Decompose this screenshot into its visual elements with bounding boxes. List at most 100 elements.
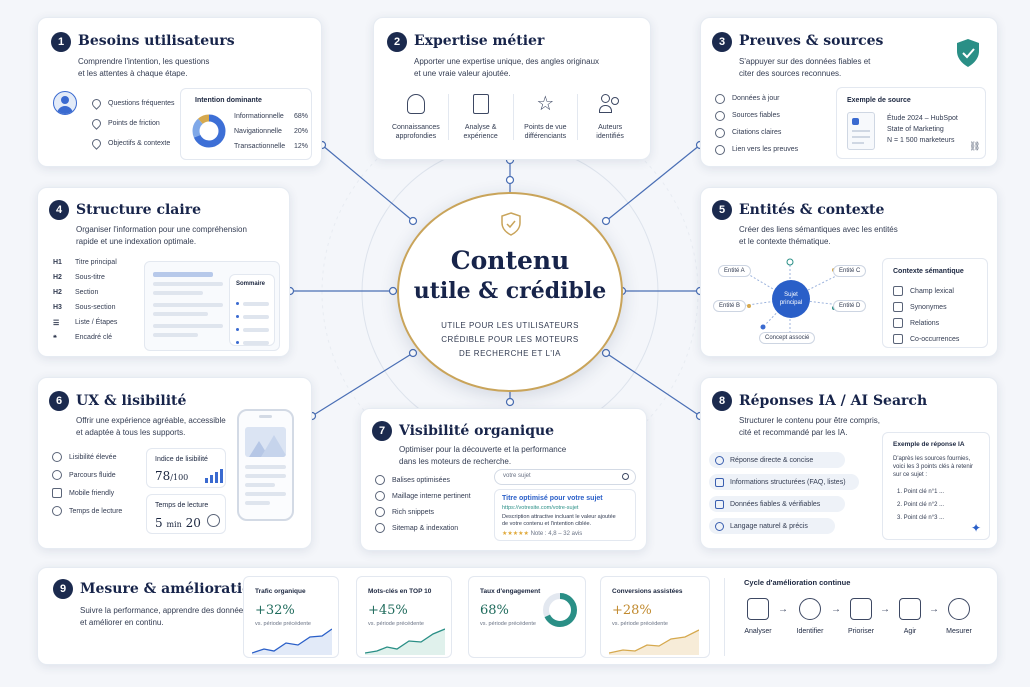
card-desc-2: dans les moteurs de recherche. bbox=[399, 457, 512, 466]
toc-title: Sommaire bbox=[236, 281, 266, 287]
list-item: Mobile friendly bbox=[52, 484, 122, 502]
search-icon[interactable] bbox=[622, 473, 629, 480]
check-circle-icon bbox=[375, 475, 385, 485]
cycle-step-prioriser: Prioriser bbox=[836, 598, 886, 635]
search-input[interactable]: votre sujet bbox=[494, 469, 636, 485]
shield-check-icon bbox=[501, 212, 521, 236]
check-circle-icon bbox=[715, 93, 725, 104]
list-item: Champ lexical bbox=[893, 283, 959, 299]
cycle-step-mesurer: Mesurer bbox=[934, 598, 984, 635]
list-item: Lien vers les preuves bbox=[715, 141, 798, 158]
ai-point: 3. Point clé n°3 ... bbox=[897, 515, 945, 521]
card-desc-2: et le contexte thématique. bbox=[739, 237, 831, 246]
step-number: 7 bbox=[372, 421, 392, 441]
card-title: Entités & contexte bbox=[739, 202, 885, 218]
card-desc-1: Optimiser pour la découverte et la perfo… bbox=[399, 445, 567, 454]
bar-chart-icon bbox=[205, 469, 223, 483]
list-item: Points de friction bbox=[90, 115, 175, 131]
card-desc-1: Structurer le contenu pour être compris, bbox=[739, 416, 880, 425]
card-expertise-metier: 2 Expertise métier Apporter une expertis… bbox=[373, 17, 651, 160]
card-desc-1: Comprendre l'intention, les questions bbox=[78, 57, 210, 66]
route-icon bbox=[52, 470, 62, 480]
link-icon[interactable]: ⛓ bbox=[969, 141, 981, 151]
ai-feature-pill: Réponse directe & concise bbox=[709, 452, 845, 468]
center-title-line2: utile & crédible bbox=[413, 278, 607, 304]
trend-line bbox=[365, 628, 445, 655]
step-number: 9 bbox=[53, 579, 73, 599]
center-title-line1: Contenu bbox=[450, 246, 570, 275]
eye-icon bbox=[52, 452, 62, 462]
expertise-col: Auteurs identifiés bbox=[578, 94, 642, 140]
seo-list: Balises optimisées Maillage interne pert… bbox=[375, 472, 471, 536]
step-number: 6 bbox=[49, 391, 69, 411]
kpi-label: Indice de lisibilité bbox=[155, 456, 208, 463]
list-item: Lisibilité élevée bbox=[52, 448, 122, 466]
card-desc-2: citer des sources reconnues. bbox=[739, 69, 842, 78]
expertise-col: Connaissances approfondies bbox=[384, 94, 449, 140]
kpi-mots-cles: Mots-clés en TOP 10 +45% vs. période pré… bbox=[356, 576, 452, 658]
result-url[interactable]: https://votresite.com/votre-sujet bbox=[502, 505, 579, 511]
step-number: 2 bbox=[387, 32, 407, 52]
ai-feature-pill: Données fiables & vérifiables bbox=[709, 496, 845, 512]
center-sub-line1: UTILE POUR LES UTILISATEURS bbox=[441, 321, 579, 330]
cycle-divider bbox=[724, 578, 725, 656]
intent-box-title: Intention dominante bbox=[195, 97, 262, 104]
card-desc-1: S'appuyer sur des données fiables et bbox=[739, 57, 871, 66]
semantic-context-box: Contexte sémantique Champ lexical Synony… bbox=[882, 258, 988, 348]
card-structure-claire: 4 Structure claire Organiser l'informati… bbox=[37, 187, 290, 357]
bar-chart-icon bbox=[747, 598, 769, 620]
center-sub-line3: DE RECHERCHE ET L'IA bbox=[458, 349, 562, 358]
trend-line bbox=[609, 629, 699, 655]
expertise-columns: Connaissances approfondies Analyse & exp… bbox=[384, 94, 642, 140]
list-item: Relations bbox=[893, 315, 959, 331]
ux-list: Lisibilité élevée Parcours fluide Mobile… bbox=[52, 448, 122, 520]
expertise-col: Analyse & expérience bbox=[449, 94, 514, 140]
head-bulb-icon bbox=[406, 94, 425, 114]
ai-point: 1. Point clé n°1 ... bbox=[897, 489, 945, 495]
timer-icon bbox=[207, 514, 220, 527]
edit-icon bbox=[899, 598, 921, 620]
card-title: Expertise métier bbox=[414, 33, 545, 49]
list-item: Sitemap & indexation bbox=[375, 520, 471, 536]
clock-icon bbox=[52, 506, 62, 516]
list-item: Synonymes bbox=[893, 299, 959, 315]
card-desc-2: et une vraie valeur ajoutée. bbox=[414, 69, 511, 78]
chart-icon bbox=[715, 499, 724, 509]
semantic-box-title: Contexte sémantique bbox=[893, 268, 964, 275]
entity-node: Entité A bbox=[718, 265, 751, 277]
center-sub-line2: CRÉDIBLE POUR LES MOTEURS bbox=[441, 335, 579, 344]
result-title[interactable]: Titre optimisé pour votre sujet bbox=[502, 495, 603, 502]
cycle-step-analyser: Analyser bbox=[733, 598, 783, 635]
entity-node: Entité D bbox=[833, 300, 867, 312]
check-circle-icon bbox=[948, 598, 970, 620]
card-desc-1: Offrir une expérience agréable, accessib… bbox=[76, 416, 226, 425]
list-item: ❝Encadré clé bbox=[53, 334, 112, 342]
arrow-icon: → bbox=[778, 604, 788, 615]
phone-mockup bbox=[237, 409, 294, 521]
source-line: State of Marketing bbox=[887, 126, 944, 133]
list-item: Temps de lecture bbox=[52, 502, 122, 520]
list-item: Maillage interne pertinent bbox=[375, 488, 471, 504]
list-icon bbox=[893, 302, 903, 312]
needs-list: Questions fréquentes Points de friction … bbox=[90, 95, 175, 151]
list-item: Parcours fluide bbox=[52, 466, 122, 484]
source-line: Étude 2024 – HubSpot bbox=[887, 115, 958, 122]
target-icon bbox=[715, 455, 724, 465]
center-hub: Contenu utile & crédible UTILE POUR LES … bbox=[397, 192, 623, 392]
check-circle-icon bbox=[375, 507, 385, 517]
target-icon bbox=[799, 598, 821, 620]
card-desc-2: et adaptée à tous les supports. bbox=[76, 428, 186, 437]
entity-node: Entité C bbox=[833, 265, 867, 277]
entity-node: Concept associé bbox=[759, 332, 816, 344]
card-desc-1: Créer des liens sémantiques avec les ent… bbox=[739, 225, 898, 234]
entity-node: Entité B bbox=[713, 300, 747, 312]
kpi-value: 78/100 bbox=[155, 469, 189, 483]
star-rating-icon: ★★★★★ bbox=[502, 531, 529, 537]
